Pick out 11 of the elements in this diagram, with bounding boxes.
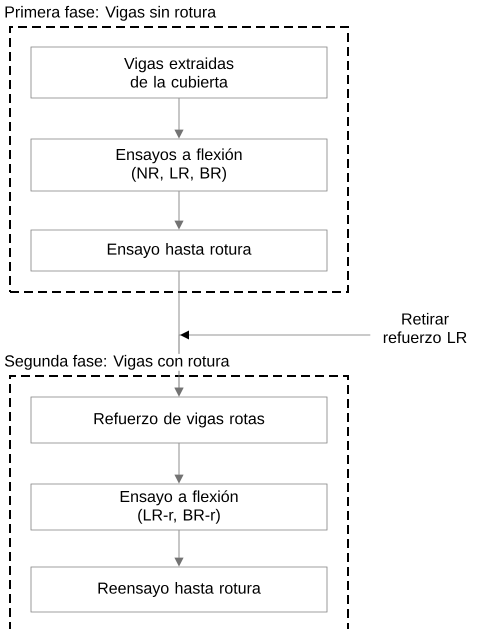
group-title: Segunda fase: Vigas con rotura: [3, 354, 231, 371]
process-box: Ensayo hasta rotura: [30, 230, 328, 272]
note-text: Retirar refuerzo LR: [384, 312, 466, 344]
process-box: Ensayos a flexión (NR, LR, BR): [30, 138, 328, 192]
process-box: Vigas extraidas de la cubierta: [30, 46, 328, 98]
group-title: Primera fase: Vigas sin rotura: [3, 4, 218, 22]
process-box: Reensayo hasta rotura: [30, 566, 328, 612]
process-box: Ensayo a flexión (LR-r, BR-r): [30, 484, 328, 530]
dashed-frame: [9, 26, 349, 293]
dashed-frame: [9, 375, 349, 629]
process-box: Refuerzo de vigas rotas: [30, 396, 328, 444]
